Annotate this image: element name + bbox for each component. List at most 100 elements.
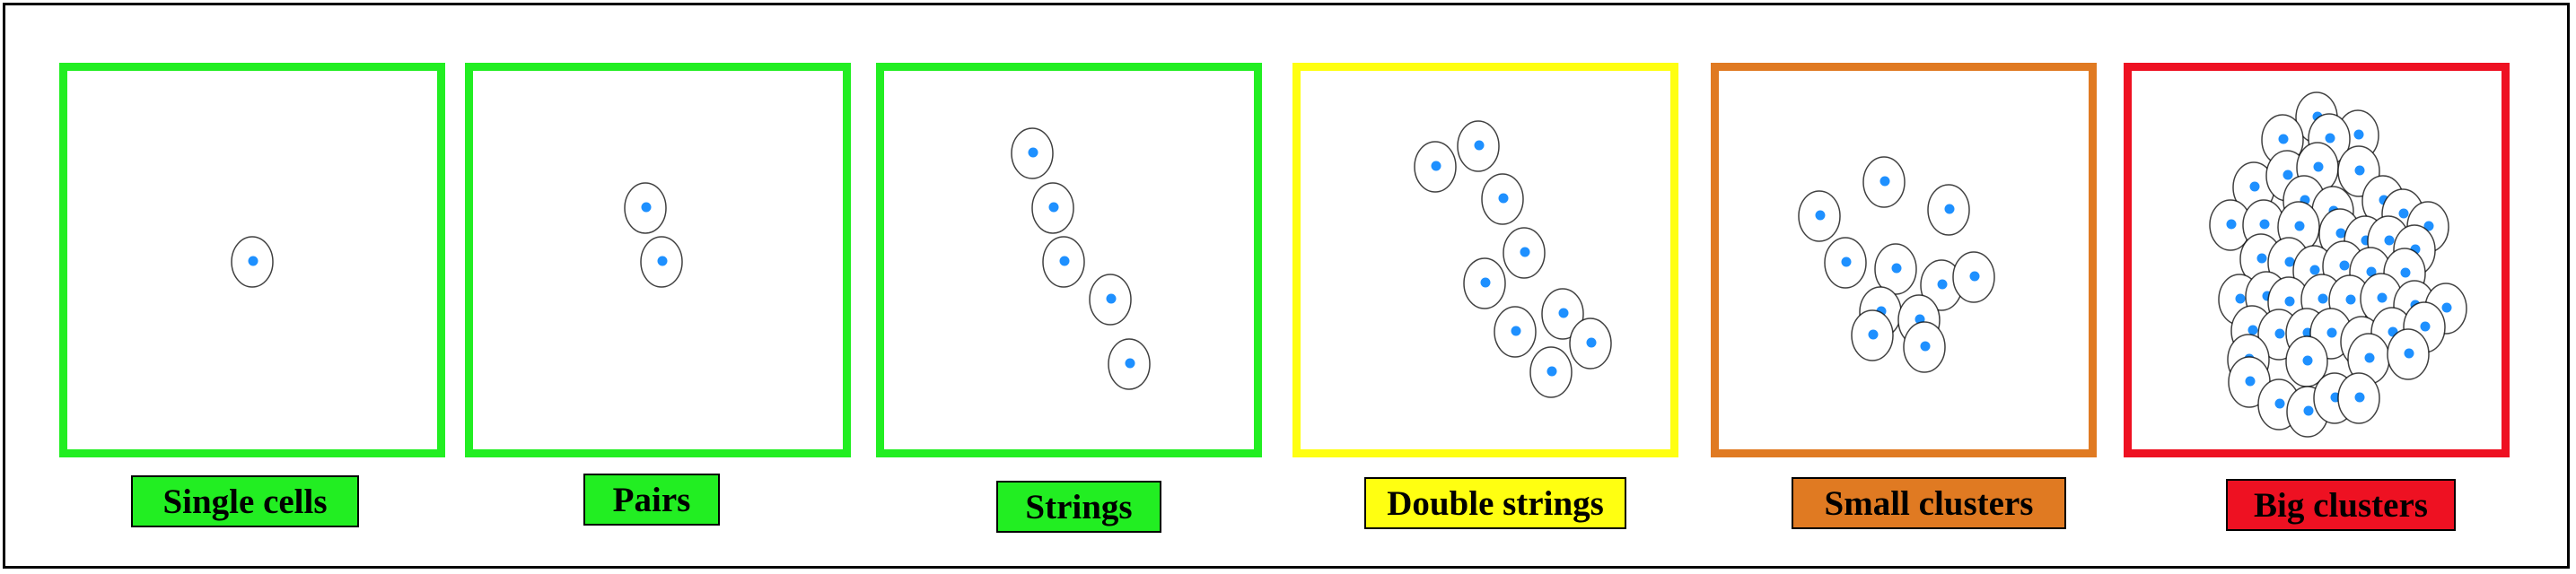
cell-nucleus: [2354, 130, 2364, 140]
cell: [1503, 228, 1545, 278]
cell-nucleus: [1587, 338, 1597, 348]
cell: [625, 183, 666, 233]
cell: [1863, 157, 1905, 207]
cell: [1953, 252, 1994, 302]
panel-strings: [876, 63, 1262, 457]
cell-nucleus: [2326, 134, 2335, 144]
label-small-clusters: Small clusters: [1792, 477, 2066, 529]
cell: [1458, 121, 1499, 171]
cell: [1530, 347, 1572, 397]
cell-nucleus: [1049, 203, 1059, 213]
cell-nucleus: [2340, 261, 2350, 271]
cell-nucleus: [1880, 177, 1890, 187]
cell-nucleus: [2442, 303, 2452, 313]
cells-svg: [67, 71, 437, 449]
cell-nucleus: [1511, 326, 1521, 336]
cell-nucleus: [2346, 295, 2356, 305]
cell-nucleus: [2327, 328, 2337, 338]
cell-nucleus: [2246, 377, 2256, 387]
cell-nucleus: [2285, 297, 2295, 307]
cell-nucleus: [2227, 220, 2237, 230]
cell-nucleus: [1970, 272, 1980, 282]
panel-small-clusters: [1711, 63, 2097, 457]
label-pairs: Pairs: [583, 474, 720, 526]
cell-nucleus: [1029, 148, 1038, 158]
cell-nucleus: [1475, 141, 1485, 151]
cell-nucleus: [2405, 349, 2414, 359]
cell-nucleus: [2303, 356, 2313, 366]
cell: [1799, 191, 1840, 241]
label-double-strings: Double strings: [1364, 477, 1626, 529]
cell-nucleus: [2248, 326, 2258, 335]
label-big-clusters: Big clusters: [2226, 479, 2456, 531]
cell-nucleus: [2275, 399, 2285, 409]
cell-nucleus: [1126, 359, 1135, 369]
cell-nucleus: [2295, 222, 2305, 231]
cell-nucleus: [2385, 236, 2395, 246]
cell-nucleus: [2355, 393, 2365, 403]
cell-nucleus: [2236, 294, 2246, 304]
cell: [1090, 274, 1131, 325]
cell-nucleus: [2401, 268, 2411, 278]
cell: [1012, 128, 1053, 178]
cell-nucleus: [2250, 182, 2260, 192]
panel-big-clusters: [2124, 63, 2510, 457]
panel-single-cells: [59, 63, 445, 457]
label-strings: Strings: [996, 481, 1161, 533]
cell-nucleus: [2399, 209, 2409, 219]
label-single-cells: Single cells: [131, 475, 359, 527]
cell-nucleus: [1892, 264, 1902, 274]
cell: [1043, 237, 1084, 287]
cell: [1904, 322, 1945, 372]
cell: [232, 237, 273, 287]
cell-nucleus: [1945, 204, 1955, 214]
cell: [1494, 307, 1536, 357]
cell-nucleus: [1842, 257, 1852, 267]
cell: [1415, 142, 1456, 192]
cell-nucleus: [2257, 254, 2267, 264]
cell-nucleus: [642, 203, 652, 213]
cells-svg: [473, 71, 843, 449]
cell-nucleus: [2260, 220, 2270, 230]
cell: [641, 237, 682, 287]
panel-pairs: [465, 63, 851, 457]
cell: [1928, 185, 1969, 235]
cell-nucleus: [2310, 265, 2320, 275]
cell-nucleus: [2304, 406, 2314, 416]
cell-nucleus: [2283, 170, 2293, 180]
panel-double-strings: [1292, 63, 1678, 457]
cell-nucleus: [2314, 162, 2324, 172]
cell: [1570, 318, 1611, 369]
cells-svg: [1719, 71, 2089, 449]
cell-nucleus: [1559, 309, 1569, 318]
cell-nucleus: [2279, 135, 2289, 144]
cell-nucleus: [1432, 161, 1441, 171]
cell-nucleus: [2365, 353, 2375, 363]
cell-nucleus: [1520, 248, 1530, 257]
cell-nucleus: [1938, 280, 1948, 290]
cell: [1108, 339, 1150, 389]
cell: [1482, 174, 1523, 224]
cells-svg: [2132, 71, 2502, 449]
cell: [2388, 329, 2429, 379]
cell-nucleus: [1481, 278, 1491, 288]
cell-nucleus: [1869, 330, 1879, 340]
cell: [1852, 310, 1893, 361]
cell-nucleus: [2355, 166, 2365, 176]
cells-svg: [1301, 71, 1670, 449]
cell-nucleus: [2318, 294, 2328, 304]
cell-nucleus: [1499, 194, 1509, 204]
cell-nucleus: [1547, 367, 1557, 377]
cell-nucleus: [1107, 294, 1117, 304]
cell-nucleus: [1060, 257, 1070, 266]
cell-nucleus: [1816, 211, 1826, 221]
cell-nucleus: [2421, 322, 2431, 332]
cell: [1825, 238, 1866, 288]
cell-nucleus: [658, 257, 668, 266]
cell-nucleus: [2378, 293, 2388, 303]
cell: [1032, 183, 1073, 233]
cell-nucleus: [1921, 342, 1931, 352]
cell: [1464, 258, 1505, 309]
cell-nucleus: [249, 257, 258, 266]
cell-nucleus: [2275, 329, 2285, 339]
